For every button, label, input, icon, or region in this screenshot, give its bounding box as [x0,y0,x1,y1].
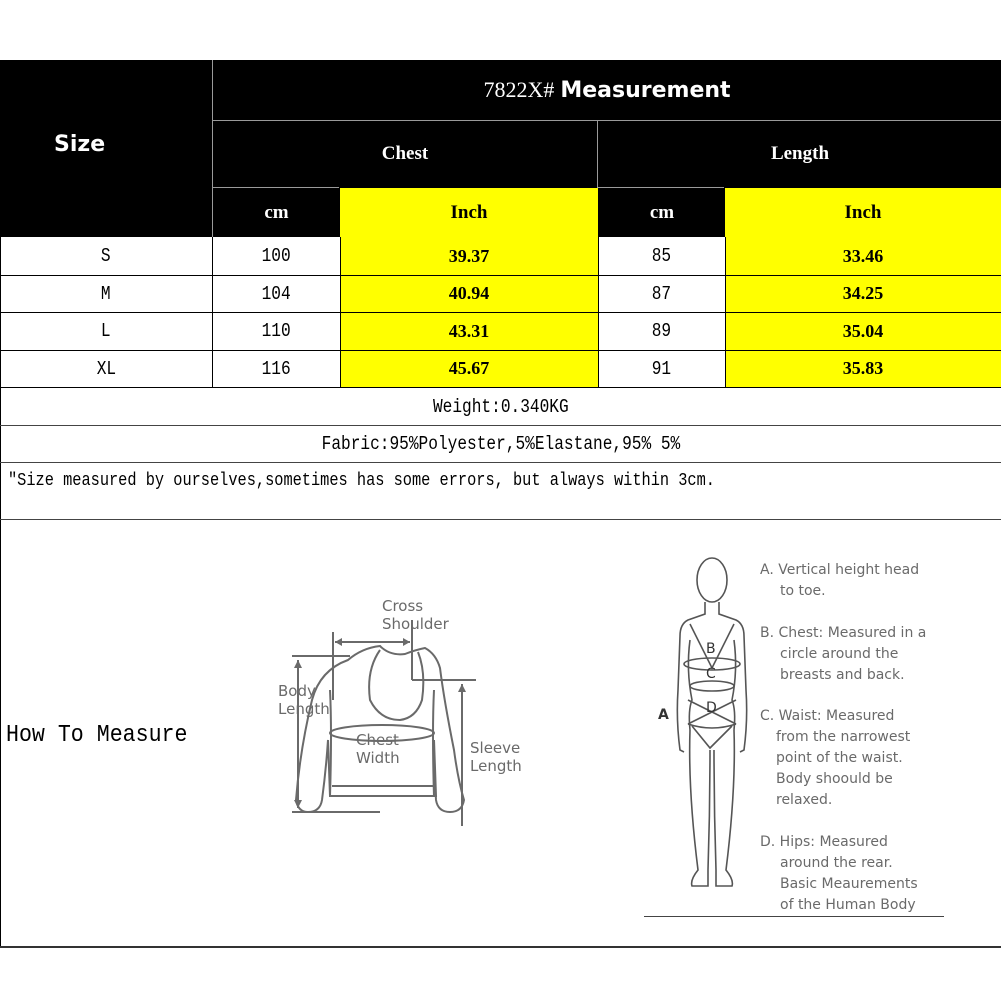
chest-group-header: Chest [213,121,597,187]
table-row: L 110 43.31 89 35.04 [0,312,1001,350]
note-d: D. Hips: Measured around the rear. Basic… [760,834,918,913]
marker-d: D [706,700,717,716]
divider [0,425,1001,426]
diagram-baseline [644,916,944,917]
chest-cm-cell: 100 [261,245,291,267]
note-c: C. Waist: Measured from the narrowest po… [760,708,911,808]
divider [0,350,1001,351]
length-group-header: Length [599,121,1001,187]
divider [598,187,724,188]
divider [0,312,1001,313]
table-row: S 100 39.37 85 33.46 [0,237,1001,275]
size-header-label: Size [54,132,106,157]
size-cell: L [101,320,111,342]
size-cell: S [101,245,111,267]
note-b: B. Chest: Measured in a circle around th… [760,625,927,683]
chart-title: 7822X# Measurement [213,60,1001,120]
divider [0,462,1001,463]
fabric-text: Fabric:95%Polyester,5%Elastane,95% 5% [321,433,680,455]
body-diagram: A B C D A. Vertical height head to toe. … [640,550,960,920]
weight-row: Weight:0.340KG [0,388,1001,425]
length-inch-cell: 35.83 [842,358,884,378]
divider [0,519,1001,520]
marker-c: C [706,666,716,682]
size-cell: M [101,282,111,305]
marker-b: B [706,641,716,657]
garment-diagram: Cross Shoulder Body Length Chest Width S… [240,590,530,830]
length-cm-cell: 85 [651,245,672,267]
note-text: "Size measured by ourselves,sometimes ha… [8,471,715,491]
length-inch-cell: 34.25 [842,283,884,303]
chest-inch-cell: 39.37 [448,245,490,266]
size-header: Size [0,60,212,237]
chest-cm-cell: 116 [261,357,291,380]
cross-shoulder-label: Cross Shoulder [382,597,449,633]
chart-title-word: Measurement [560,77,731,103]
length-cm-header: cm [599,188,725,237]
fabric-row: Fabric:95%Polyester,5%Elastane,95% 5% [0,426,1001,462]
chest-cm-cell: 110 [261,320,291,342]
table-row: M 104 40.94 87 34.25 [0,275,1001,312]
chest-inch-cell: 43.31 [448,320,490,341]
chest-cm-cell: 104 [261,282,291,305]
length-cm-cell: 87 [651,282,672,305]
chest-width-label: Chest Width [356,731,400,767]
divider [0,275,1001,276]
sleeve-length-label: Sleeve Length [470,739,522,775]
table-row: XL 116 45.67 91 35.83 [0,350,1001,387]
marker-a: A [658,707,669,723]
chest-inch-cell: 45.67 [448,358,490,378]
divider [597,120,598,188]
sweater-icon [292,620,476,826]
note-a: A. Vertical height head to toe. [760,562,920,599]
chest-inch-cell: 40.94 [448,283,490,303]
weight-text: Weight:0.340KG [432,395,569,418]
divider [0,387,1001,388]
how-to-measure-label: How To Measure [6,722,188,749]
length-inch-header: Inch [725,188,1001,237]
length-cm-cell: 91 [651,357,672,380]
divider [0,237,1,947]
chest-cm-header: cm [213,188,340,237]
divider [212,60,213,237]
body-length-label: Body Length [278,682,330,718]
note-row: "Size measured by ourselves,sometimes ha… [0,463,1001,519]
divider [0,946,1001,948]
divider [213,120,1001,121]
length-inch-cell: 33.46 [842,245,884,266]
chart-title-code: 7822X# [483,77,555,102]
divider [213,187,339,188]
size-cell: XL [96,357,116,380]
length-cm-cell: 89 [651,320,672,342]
length-inch-cell: 35.04 [842,320,884,341]
chest-inch-header: Inch [340,188,598,237]
human-figure-icon [676,557,748,887]
